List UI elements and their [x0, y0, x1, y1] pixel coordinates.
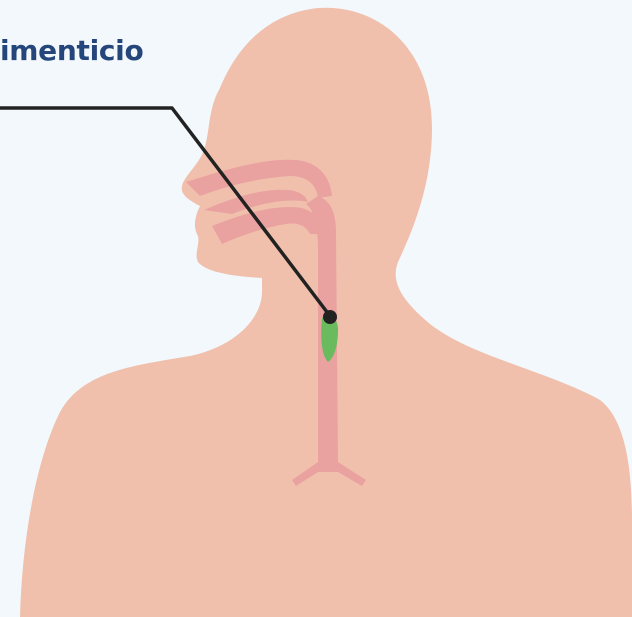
pointer-dot	[323, 310, 337, 324]
structure-label: imenticio	[0, 34, 143, 67]
